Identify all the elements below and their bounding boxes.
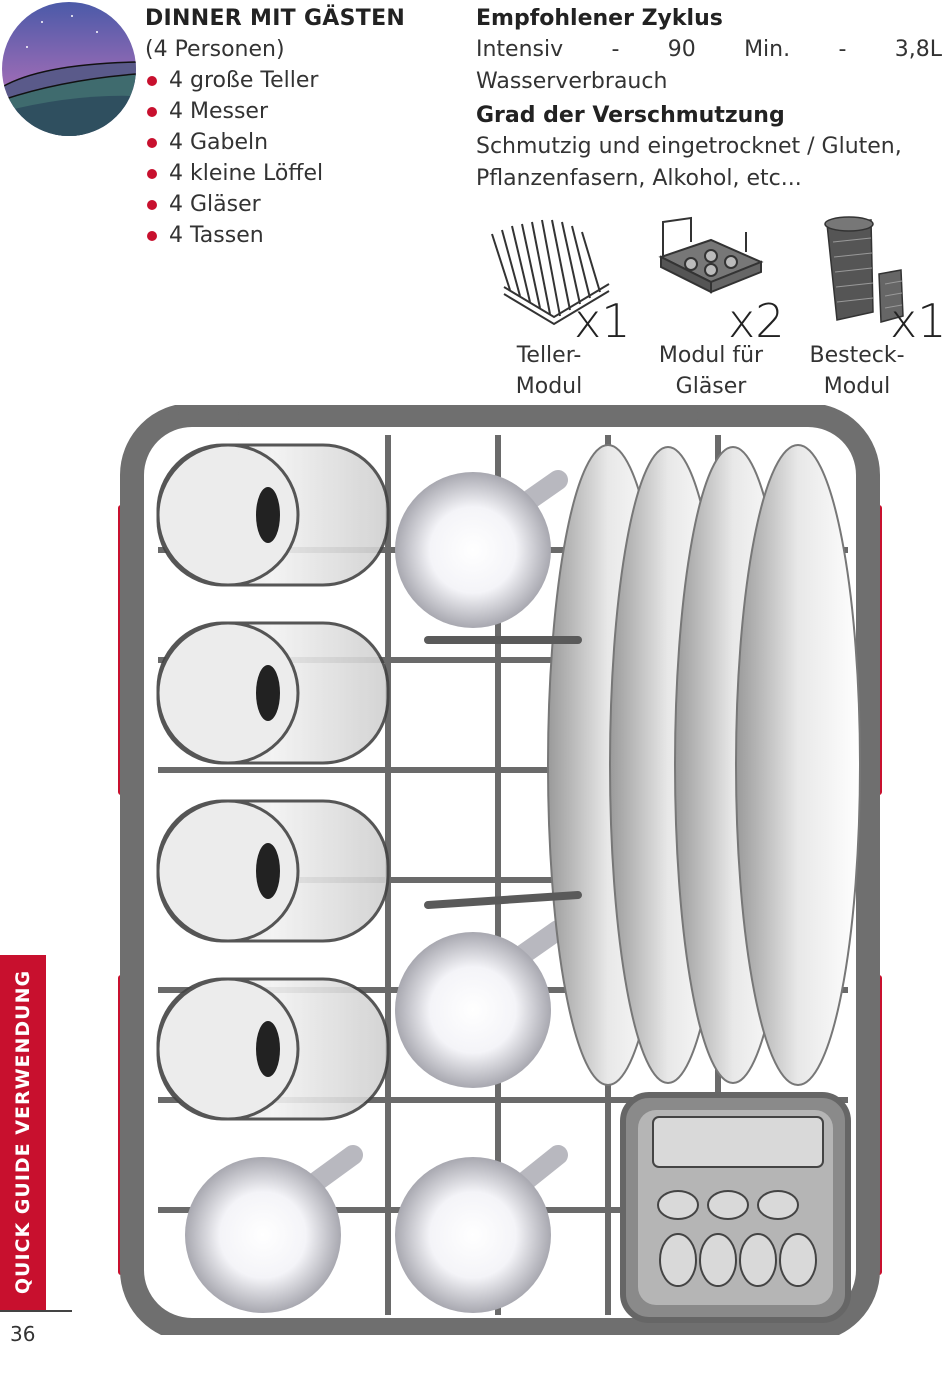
page-number: 36: [10, 1322, 36, 1346]
cycle-values: Intensiv - 90 Min. - 3,8L: [476, 34, 942, 66]
sidebar-label: QUICK GUIDE VERWENDUNG: [12, 969, 34, 1295]
cutlery-basket-icon: [824, 216, 904, 323]
module-label: Teller-Modul: [515, 343, 583, 399]
plate-rack-icon: [491, 219, 610, 326]
dishwasher-rack-illustration: [118, 405, 882, 1335]
bullet-icon: [147, 200, 157, 210]
separator: -: [611, 37, 620, 62]
module-cutlery: x1 Besteck-Modul: [794, 212, 947, 399]
list-item: 4 große Teller: [145, 65, 465, 96]
soil-heading: Grad der Verschmutzung: [476, 103, 785, 128]
cups: [185, 470, 568, 1313]
module-label: Besteck-Modul: [809, 343, 905, 399]
list-item: 4 Messer: [145, 96, 465, 127]
list-item: 4 Gläser: [145, 189, 465, 220]
program-name: Intensiv: [476, 37, 564, 62]
water-label: Wasserverbrauch: [476, 69, 668, 94]
soil-text-2: Pflanzenfasern, Alkohol, etc...: [476, 166, 802, 191]
plates: [547, 444, 861, 1086]
night-icon: [2, 2, 136, 136]
glass-module-icon: [658, 216, 764, 294]
list-item: 4 Tassen: [145, 220, 465, 251]
page-title: DINNER MIT GÄSTEN: [145, 6, 406, 31]
list-item: 4 kleine Löffel: [145, 158, 465, 189]
cycle-heading: Empfohlener Zyklus: [476, 6, 723, 31]
guest-dinner-block: DINNER MIT GÄSTEN (4 Personen) 4 große T…: [145, 4, 465, 251]
bullet-icon: [147, 169, 157, 179]
soil-text-1: Schmutzig und eingetrocknet / Gluten,: [476, 134, 902, 159]
module-qty: x1: [890, 294, 947, 348]
sidebar-tab: QUICK GUIDE VERWENDUNG: [0, 955, 46, 1310]
glasses: [156, 443, 390, 1121]
duration-unit: Min.: [744, 37, 791, 62]
cycle-block: Empfohlener Zyklus Intensiv - 90 Min. - …: [476, 4, 942, 195]
module-qty: x2: [728, 294, 785, 348]
bullet-icon: [147, 231, 157, 241]
cutlery-basket: [620, 1092, 851, 1323]
module-plate: x1 Teller-Modul: [474, 212, 631, 399]
list-item: 4 Gabeln: [145, 127, 465, 158]
bullet-icon: [147, 138, 157, 148]
dish-list: 4 große Teller 4 Messer 4 Gabeln 4 klein…: [145, 65, 465, 251]
separator: -: [838, 37, 847, 62]
water-amount: 3,8L: [894, 37, 942, 62]
module-qty: x1: [574, 294, 631, 348]
bullet-icon: [147, 76, 157, 86]
bullet-icon: [147, 107, 157, 117]
persons-subtitle: (4 Personen): [145, 37, 285, 62]
duration: 90: [667, 37, 696, 62]
divider: [0, 1310, 72, 1312]
